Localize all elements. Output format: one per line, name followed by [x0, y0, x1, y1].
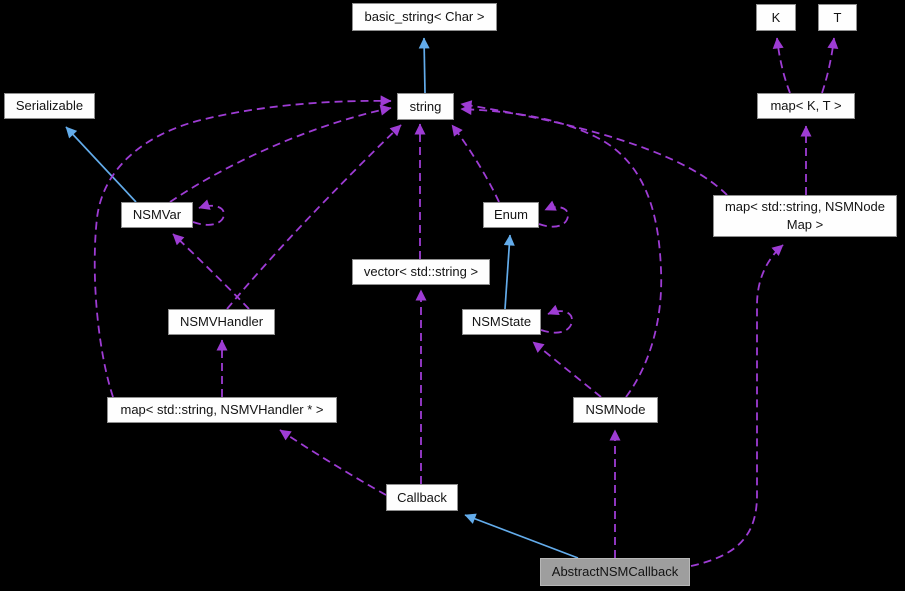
- node-nsmvhandler[interactable]: NSMVHandler: [168, 309, 275, 335]
- edge-usage-enum-to-string: [451, 124, 500, 203]
- edge-usage-nsmvhandler-to-nsmvar: [172, 233, 250, 310]
- edge-usage-callback-to-map-string-nsmvhandler: [279, 429, 387, 496]
- node-nsmnode[interactable]: NSMNode: [573, 397, 658, 423]
- node-k[interactable]: K: [756, 4, 796, 31]
- edge-usage-nsmstate-to-nsmstate: [540, 304, 573, 334]
- node-abstractnsmcallback: AbstractNSMCallback: [540, 558, 690, 586]
- edge-usage-enum-to-enum: [538, 200, 569, 228]
- node-map-k-t[interactable]: map< K, T >: [757, 93, 855, 119]
- edge-usage-map-string-nsmvhandler-to-string: [93, 95, 392, 398]
- node-map-string-nsmnodemap[interactable]: map< std::string, NSMNode Map >: [713, 195, 897, 237]
- node-serializable[interactable]: Serializable: [4, 93, 95, 119]
- edge-usage-nsmnode-to-string: [460, 103, 663, 398]
- edge-inheritance-abstractnsmcallback-to-callback: [464, 513, 579, 559]
- edge-usage-map-k-t-to-k: [772, 37, 791, 94]
- node-nsmvar[interactable]: NSMVar: [121, 202, 193, 228]
- node-vector-string[interactable]: vector< std::string >: [352, 259, 490, 285]
- edge-usage-map-string-nsmnodemap-to-string: [460, 100, 728, 196]
- edge-usage-abstractnsmcallback-to-map-string-nsmnodemap: [690, 244, 784, 567]
- node-enum[interactable]: Enum: [483, 202, 539, 228]
- edge-usage-nsmnode-to-nsmstate: [532, 341, 602, 398]
- edge-inheritance-nsmstate-to-enum: [503, 234, 515, 310]
- edge-usage-nsmvar-to-nsmvar: [192, 199, 225, 226]
- node-t[interactable]: T: [818, 4, 857, 31]
- node-callback[interactable]: Callback: [386, 484, 458, 511]
- node-map-string-nsmvhandler[interactable]: map< std::string, NSMVHandler * >: [107, 397, 337, 423]
- edge-usage-nsmvar-to-string: [169, 104, 392, 203]
- edge-usage-nsmvhandler-to-string: [226, 124, 402, 310]
- node-nsmstate[interactable]: NSMState: [462, 309, 541, 335]
- edge-inheritance-nsmvar-to-serializable: [65, 126, 137, 203]
- edge-inheritance-string-to-basic-string: [418, 37, 430, 94]
- node-string[interactable]: string: [397, 93, 454, 120]
- node-basic-string[interactable]: basic_string< Char >: [352, 3, 497, 31]
- edge-usage-map-k-t-to-t: [821, 37, 839, 94]
